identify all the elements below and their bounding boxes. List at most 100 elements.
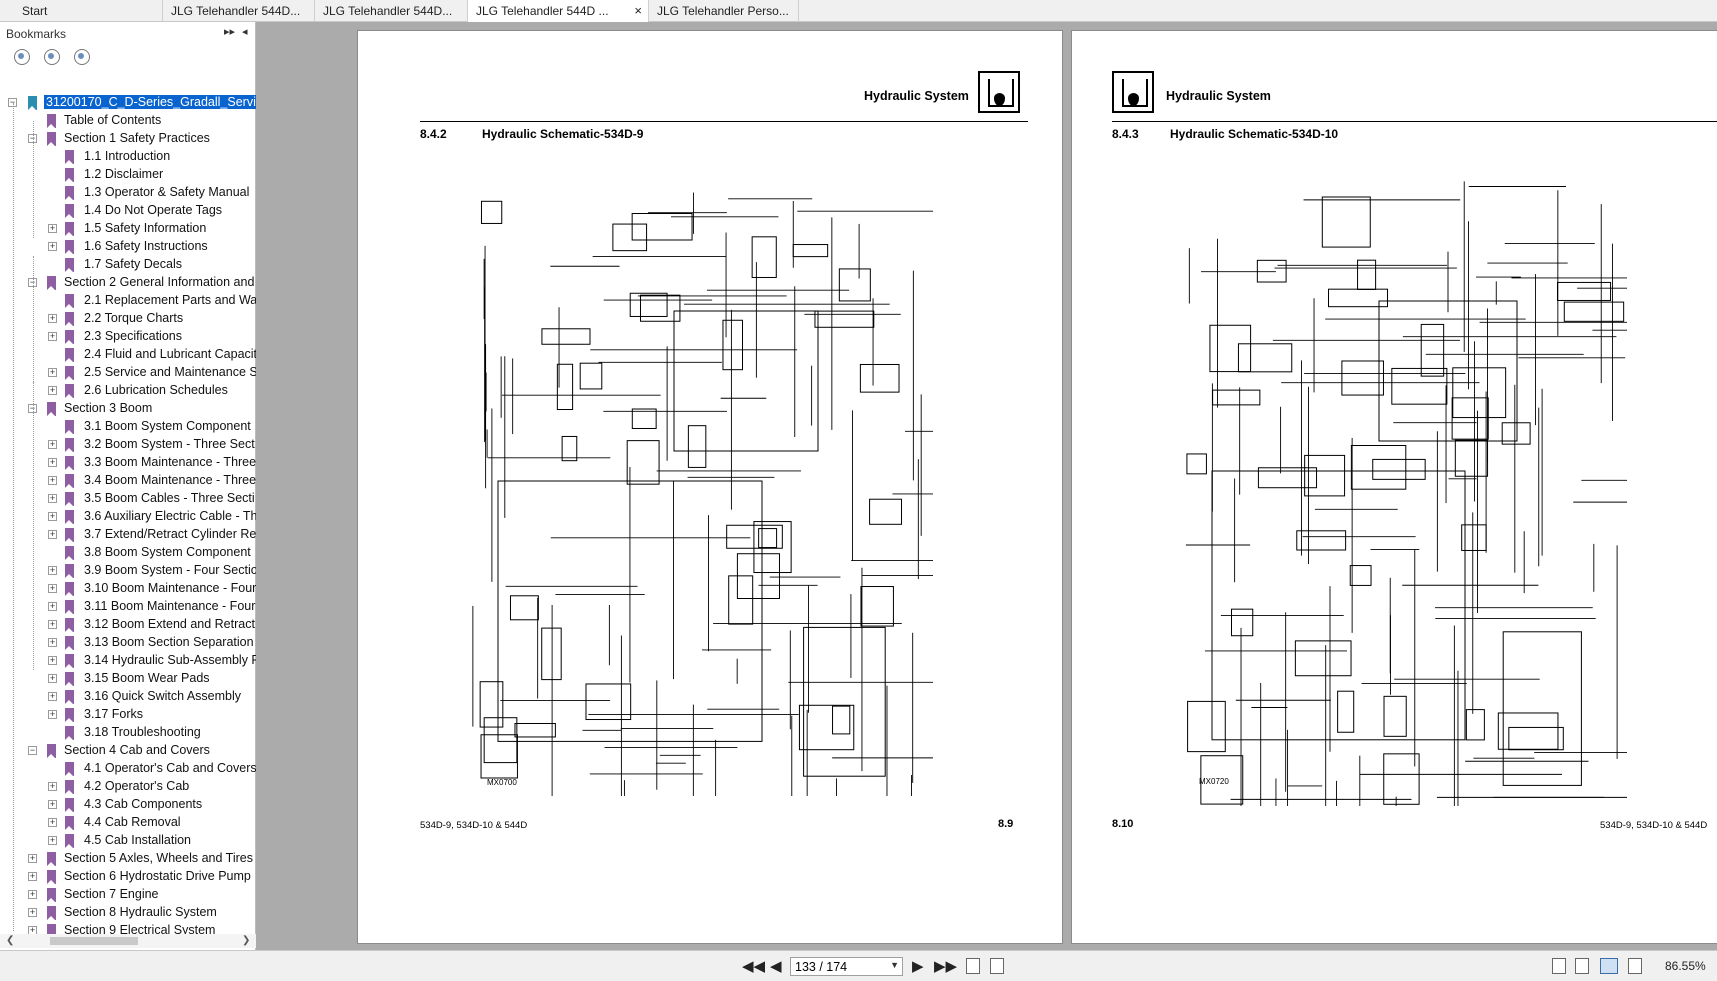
bookmark-item[interactable]: −Section 2 General Information and	[0, 274, 256, 292]
expand-toggle-icon[interactable]: +	[48, 835, 57, 845]
expand-toggle-icon[interactable]: +	[28, 907, 37, 917]
expand-toggle-icon[interactable]: +	[28, 889, 37, 899]
bookmarks-horizontal-scrollbar[interactable]: ❮ ❯	[0, 934, 256, 948]
tab-document-4[interactable]: JLG Telehandler Perso...	[649, 0, 799, 22]
first-page-icon[interactable]: ◀◀	[742, 958, 766, 975]
prev-page-icon[interactable]: ◀	[770, 958, 782, 975]
bookmark-item[interactable]: +3.6 Auxiliary Electric Cable - Th	[0, 508, 256, 526]
expand-toggle-icon[interactable]: +	[48, 457, 57, 467]
bookmark-item[interactable]: +3.13 Boom Section Separation	[0, 634, 256, 652]
expand-toggle-icon[interactable]: +	[48, 511, 57, 521]
scroll-right-icon[interactable]: ❯	[242, 935, 251, 946]
collapse-bookmark-icon[interactable]	[44, 49, 60, 65]
bookmark-item[interactable]: −31200170_C_D-Series_Gradall_Service	[0, 94, 256, 112]
bookmark-item[interactable]: 2.4 Fluid and Lubricant Capaciti	[0, 346, 256, 364]
previous-view-icon[interactable]	[966, 958, 980, 974]
next-view-icon[interactable]	[990, 958, 1004, 974]
bookmark-item[interactable]: −Section 3 Boom	[0, 400, 256, 418]
expand-toggle-icon[interactable]: +	[48, 565, 57, 575]
expand-bookmark-icon[interactable]	[14, 49, 30, 65]
expand-toggle-icon[interactable]: +	[48, 619, 57, 629]
bookmark-item[interactable]: +3.3 Boom Maintenance - Three	[0, 454, 256, 472]
bookmark-item[interactable]: +3.15 Boom Wear Pads	[0, 670, 256, 688]
collapse-toggle-icon[interactable]: −	[28, 403, 37, 413]
continuous-two-page-view-icon[interactable]	[1628, 958, 1642, 974]
tab-document-active[interactable]: JLG Telehandler 544D ...×	[468, 0, 649, 22]
expand-toggle-icon[interactable]: +	[48, 241, 57, 251]
bookmark-item[interactable]: +3.10 Boom Maintenance - Four	[0, 580, 256, 598]
bookmark-item[interactable]: +4.2 Operator's Cab	[0, 778, 256, 796]
expand-toggle-icon[interactable]: +	[48, 781, 57, 791]
bookmark-item[interactable]: +Section 7 Engine	[0, 886, 256, 904]
bookmark-item[interactable]: +2.6 Lubrication Schedules	[0, 382, 256, 400]
bookmark-item[interactable]: +3.9 Boom System - Four Sectio	[0, 562, 256, 580]
bookmark-item[interactable]: +2.2 Torque Charts	[0, 310, 256, 328]
expand-toggle-icon[interactable]: +	[48, 385, 57, 395]
two-page-view-icon[interactable]	[1600, 958, 1618, 974]
bookmark-item[interactable]: 1.2 Disclaimer	[0, 166, 256, 184]
expand-toggle-icon[interactable]: +	[28, 853, 37, 863]
zoom-level[interactable]: 86.55%	[1665, 959, 1706, 973]
continuous-view-icon[interactable]	[1575, 958, 1589, 974]
bookmark-item[interactable]: 1.4 Do Not Operate Tags	[0, 202, 256, 220]
next-page-icon[interactable]: ▶	[912, 958, 924, 975]
expand-toggle-icon[interactable]: +	[48, 583, 57, 593]
expand-toggle-icon[interactable]: +	[48, 475, 57, 485]
collapse-panel-icon[interactable]: ◂	[242, 26, 248, 38]
expand-toggle-icon[interactable]: +	[48, 331, 57, 341]
expand-toggle-icon[interactable]: +	[48, 709, 57, 719]
single-page-view-icon[interactable]	[1552, 958, 1566, 974]
last-page-icon[interactable]: ▶▶	[934, 958, 958, 975]
bookmark-item[interactable]: +1.6 Safety Instructions	[0, 238, 256, 256]
expand-toggle-icon[interactable]: +	[28, 925, 37, 934]
find-bookmark-icon[interactable]	[74, 49, 90, 65]
expand-toggle-icon[interactable]: +	[28, 871, 37, 881]
bookmark-item[interactable]: 4.1 Operator's Cab and Covers	[0, 760, 256, 778]
expand-toggle-icon[interactable]: +	[48, 223, 57, 233]
bookmark-item[interactable]: 3.1 Boom System Component	[0, 418, 256, 436]
tab-document-1[interactable]: JLG Telehandler 544D...	[163, 0, 315, 22]
bookmark-item[interactable]: 1.7 Safety Decals	[0, 256, 256, 274]
bookmark-item[interactable]: −Section 4 Cab and Covers	[0, 742, 256, 760]
bookmark-item[interactable]: 1.1 Introduction	[0, 148, 256, 166]
expand-toggle-icon[interactable]: +	[48, 691, 57, 701]
chevron-down-icon[interactable]: ▼	[890, 960, 899, 970]
expand-toggle-icon[interactable]: +	[48, 313, 57, 323]
bookmark-item[interactable]: +Section 8 Hydraulic System	[0, 904, 256, 922]
bookmark-item[interactable]: +4.4 Cab Removal	[0, 814, 256, 832]
expand-toggle-icon[interactable]: +	[48, 799, 57, 809]
tab-document-2[interactable]: JLG Telehandler 544D...	[315, 0, 468, 22]
expand-toggle-icon[interactable]: +	[48, 529, 57, 539]
bookmark-item[interactable]: 3.18 Troubleshooting	[0, 724, 256, 742]
expand-toggle-icon[interactable]: +	[48, 817, 57, 827]
bookmark-item[interactable]: +3.11 Boom Maintenance - Four	[0, 598, 256, 616]
bookmark-item[interactable]: +Section 5 Axles, Wheels and Tires	[0, 850, 256, 868]
bookmark-item[interactable]: +3.2 Boom System - Three Sect	[0, 436, 256, 454]
bookmark-item[interactable]: +2.3 Specifications	[0, 328, 256, 346]
bookmark-item[interactable]: +3.12 Boom Extend and Retract	[0, 616, 256, 634]
scroll-left-icon[interactable]: ❮	[6, 935, 15, 946]
bookmark-item[interactable]: 2.1 Replacement Parts and Wa	[0, 292, 256, 310]
expand-toggle-icon[interactable]: +	[48, 439, 57, 449]
bookmark-item[interactable]: −Section 1 Safety Practices	[0, 130, 256, 148]
bookmark-item[interactable]: +3.16 Quick Switch Assembly	[0, 688, 256, 706]
scrollbar-thumb[interactable]	[50, 937, 138, 945]
collapse-toggle-icon[interactable]: −	[28, 133, 37, 143]
bookmark-item[interactable]: +4.5 Cab Installation	[0, 832, 256, 850]
expand-toggle-icon[interactable]: +	[48, 655, 57, 665]
bookmark-item[interactable]: +4.3 Cab Components	[0, 796, 256, 814]
bookmark-item[interactable]: +1.5 Safety Information	[0, 220, 256, 238]
bookmark-item[interactable]: +Section 6 Hydrostatic Drive Pump	[0, 868, 256, 886]
close-tab-icon[interactable]: ×	[634, 3, 642, 18]
bookmark-item[interactable]: +Section 9 Electrical System	[0, 922, 256, 934]
collapse-toggle-icon[interactable]: −	[8, 97, 17, 107]
expand-toggle-icon[interactable]: +	[48, 367, 57, 377]
bookmark-item[interactable]: 1.3 Operator & Safety Manual	[0, 184, 256, 202]
expand-toggle-icon[interactable]: +	[48, 637, 57, 647]
bookmark-item[interactable]: +3.5 Boom Cables - Three Secti	[0, 490, 256, 508]
expand-toggle-icon[interactable]: +	[48, 493, 57, 503]
bookmark-item[interactable]: +3.14 Hydraulic Sub-Assembly R	[0, 652, 256, 670]
bookmark-item[interactable]: +2.5 Service and Maintenance S	[0, 364, 256, 382]
bookmark-item[interactable]: +3.17 Forks	[0, 706, 256, 724]
bookmark-item[interactable]: Table of Contents	[0, 112, 256, 130]
